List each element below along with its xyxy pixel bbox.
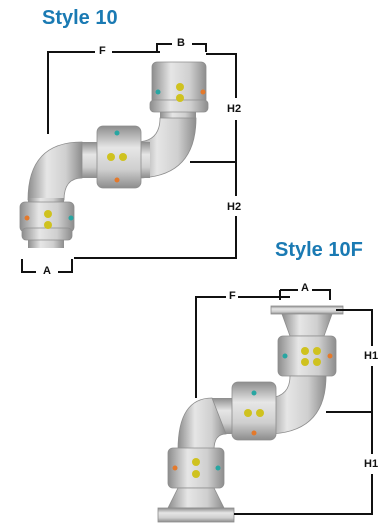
grease-fitting xyxy=(68,215,74,221)
style-10-dim-h2-top: H2 xyxy=(227,103,242,115)
grease-fitting xyxy=(172,465,178,471)
style-10-assembly xyxy=(19,43,237,273)
bolt xyxy=(192,470,200,478)
bolt xyxy=(301,358,309,366)
bolt xyxy=(176,83,184,91)
bolt xyxy=(301,347,309,355)
grease-fitting xyxy=(282,353,288,359)
bolt xyxy=(313,358,321,366)
flange-neck xyxy=(167,487,225,509)
bolt xyxy=(119,153,127,161)
bolt xyxy=(176,94,184,102)
style-10f-title: Style 10F xyxy=(275,239,363,261)
grease-fitting xyxy=(114,130,120,136)
style-10-dim-b: B xyxy=(177,37,185,49)
bolt xyxy=(107,153,115,161)
style-10-dim-a: A xyxy=(43,265,51,277)
grease-fitting xyxy=(327,353,333,359)
style-10f-assembly xyxy=(157,289,373,523)
style-10-dim-h2-bottom: H2 xyxy=(227,201,242,213)
style-10f-dim-a: A xyxy=(301,282,309,294)
flange-neck xyxy=(281,313,333,337)
pipe-elbow xyxy=(27,141,83,201)
swivel-ring xyxy=(231,381,277,441)
style-10-dim-f: F xyxy=(99,45,106,57)
bolt xyxy=(244,409,252,417)
bolt xyxy=(256,409,264,417)
bolt xyxy=(44,210,52,218)
dimension-lines xyxy=(21,43,237,273)
grease-fitting xyxy=(114,177,120,183)
grease-fitting xyxy=(215,465,221,471)
grease-fitting xyxy=(200,89,206,95)
flange xyxy=(157,507,235,523)
grease-fitting xyxy=(155,89,161,95)
style-10f-dim-h1-bottom: H1 xyxy=(364,458,379,470)
bolt xyxy=(44,221,52,229)
dimension-lines xyxy=(195,289,373,515)
style-10f-dim-h1-top: H1 xyxy=(364,350,379,362)
swivel-ring-collar xyxy=(21,227,73,241)
grease-fitting xyxy=(251,390,257,396)
style-10f-dim-f: F xyxy=(229,290,236,302)
bolt xyxy=(313,347,321,355)
flange xyxy=(270,305,344,315)
grease-fitting xyxy=(24,215,30,221)
bolt xyxy=(192,458,200,466)
style-10-title: Style 10 xyxy=(42,7,118,29)
grease-fitting xyxy=(251,430,257,436)
